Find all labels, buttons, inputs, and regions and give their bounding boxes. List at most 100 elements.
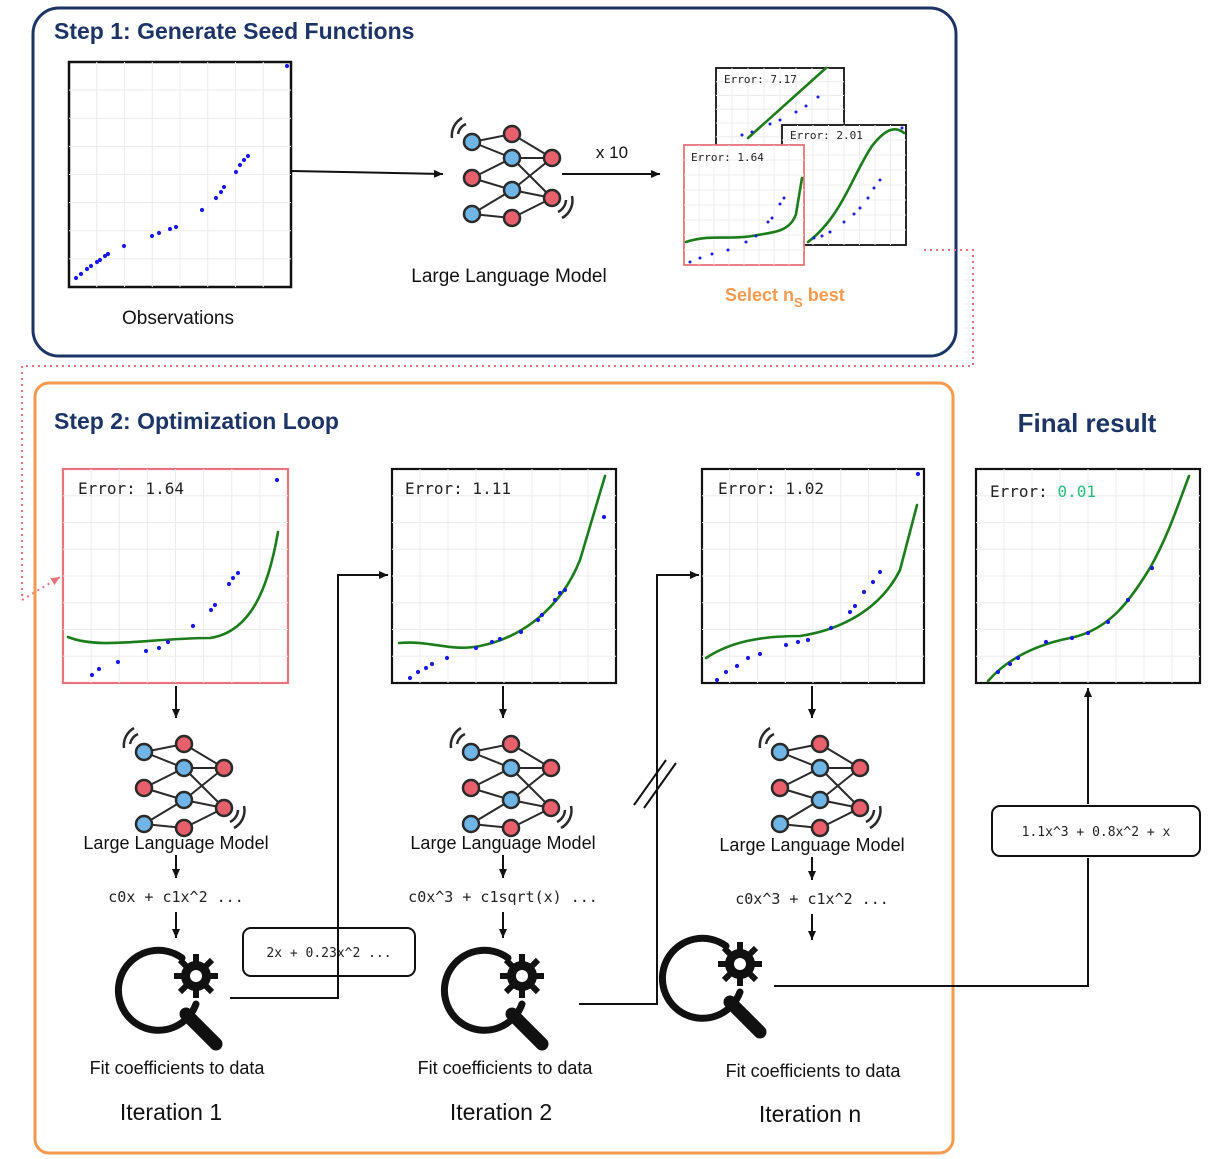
scatter-point: [688, 260, 692, 264]
fit-label-it2: Fit coefficients to data: [418, 1058, 594, 1078]
scatter-point: [900, 126, 904, 130]
scatter-point: [878, 178, 882, 182]
llm-icon-it2: [449, 726, 573, 838]
scatter-point: [208, 607, 214, 613]
scatter-point: [213, 195, 219, 201]
final-plot: Error: 0.01: [974, 467, 1202, 685]
scatter-point: [866, 196, 870, 200]
step2-panel: [33, 381, 955, 1155]
llm-label-it2: Large Language Model: [410, 833, 595, 853]
scatter-point: [1149, 565, 1155, 571]
scatter-point: [429, 661, 435, 667]
observations-label: Observations: [122, 308, 234, 329]
scatter-point: [782, 196, 786, 200]
scatter-point: [770, 216, 774, 220]
step1-title: Step 1: Generate Seed Functions: [54, 18, 414, 44]
scatter-point: [241, 157, 247, 163]
candidate-error-1: Error: 7.17: [724, 73, 797, 86]
scatter-point: [444, 655, 450, 661]
scatter-point: [230, 575, 236, 581]
scatter-point: [842, 220, 846, 224]
iterationn-label: Iteration n: [759, 1101, 861, 1127]
iterationn-plot: Error: 1.02: [700, 467, 926, 685]
llm-label-step1: Large Language Model: [411, 266, 606, 287]
scatter-point: [1015, 655, 1021, 661]
scatter-point: [167, 226, 173, 232]
scatter-point: [726, 248, 730, 252]
scatter-point: [89, 672, 95, 678]
iteration2-plot: Error: 1.11: [390, 467, 618, 685]
multiplier-label: x 10: [596, 143, 628, 162]
scatter-point: [852, 603, 858, 609]
scatter-point: [84, 266, 90, 272]
fitted-expression-box: [242, 927, 416, 977]
scatter-point: [226, 581, 232, 587]
fitted-expression: 2x + 0.23x^2 ...: [266, 946, 391, 961]
iterationn-expression: c0x^3 + c1x^2 ...: [735, 890, 889, 908]
scatter-point: [218, 189, 224, 195]
scatter-point: [915, 471, 921, 477]
scatter-point: [766, 220, 770, 224]
llm-icon-it1: [122, 726, 246, 838]
scatter-point: [744, 240, 748, 244]
step1-panel: [31, 6, 958, 358]
scatter-point: [820, 234, 824, 238]
fit-icon-it1: [118, 950, 218, 1044]
llm-icon-step1: [450, 116, 574, 228]
scatter-point: [237, 162, 243, 168]
scatter-point: [552, 597, 558, 603]
scatter-point: [473, 645, 479, 651]
scatter-point: [778, 202, 782, 206]
scatter-point: [115, 659, 121, 665]
scatter-point: [518, 629, 524, 635]
scatter-point: [757, 651, 763, 657]
iteration2-label: Iteration 2: [450, 1099, 552, 1125]
fit-icon-itn: [662, 938, 762, 1032]
scatter-point: [535, 617, 541, 623]
final-error: Error: 0.01: [990, 482, 1096, 501]
iteration1-expression: c0x + c1x^2 ...: [108, 888, 243, 906]
scatter-point: [872, 186, 876, 190]
scatter-point: [828, 230, 832, 234]
scatter-point: [165, 639, 171, 645]
scatter-point: [199, 207, 205, 213]
scatter-point: [78, 271, 84, 277]
scatter-point: [212, 602, 218, 608]
scatter-point: [274, 477, 280, 483]
llm-icon-itn: [758, 726, 882, 838]
skip-marker: [633, 759, 677, 809]
scatter-point: [96, 666, 102, 672]
arrow-itn-to-final: [774, 858, 1089, 987]
scatter-point: [105, 251, 111, 257]
iteration2-expression: c0x^3 + c1sqrt(x) ...: [408, 888, 598, 906]
scatter-point: [745, 655, 751, 661]
scatter-point: [778, 118, 782, 122]
scatter-point: [221, 184, 227, 190]
fit-label-itn: Fit coefficients to data: [726, 1061, 902, 1081]
scatter-point: [795, 639, 801, 645]
scatter-point: [489, 639, 495, 645]
scatter-point: [812, 236, 816, 240]
final-expression-box: [991, 805, 1201, 857]
scatter-point: [407, 675, 413, 681]
scatter-point: [1069, 635, 1075, 641]
scatter-point: [698, 256, 702, 260]
scatter-point: [156, 645, 162, 651]
scatter-point: [235, 570, 241, 576]
scatter-point: [714, 677, 720, 683]
scatter-point: [740, 133, 744, 137]
scatter-point: [870, 579, 876, 585]
llm-label-itn: Large Language Model: [719, 835, 904, 855]
scatter-point: [1105, 619, 1111, 625]
scatter-point: [710, 252, 714, 256]
llm-label-it1: Large Language Model: [83, 833, 268, 853]
iteration1-plot: Error: 1.64: [61, 467, 290, 685]
scatter-point: [557, 590, 563, 596]
candidate-error-3: Error: 1.64: [691, 151, 764, 164]
arrow-obs-to-llm: [291, 169, 444, 178]
scatter-point: [1007, 661, 1013, 667]
scatter-point: [143, 648, 149, 654]
scatter-point: [94, 259, 100, 265]
final-expression: 1.1x^3 + 0.8x^2 + x: [1022, 825, 1171, 840]
